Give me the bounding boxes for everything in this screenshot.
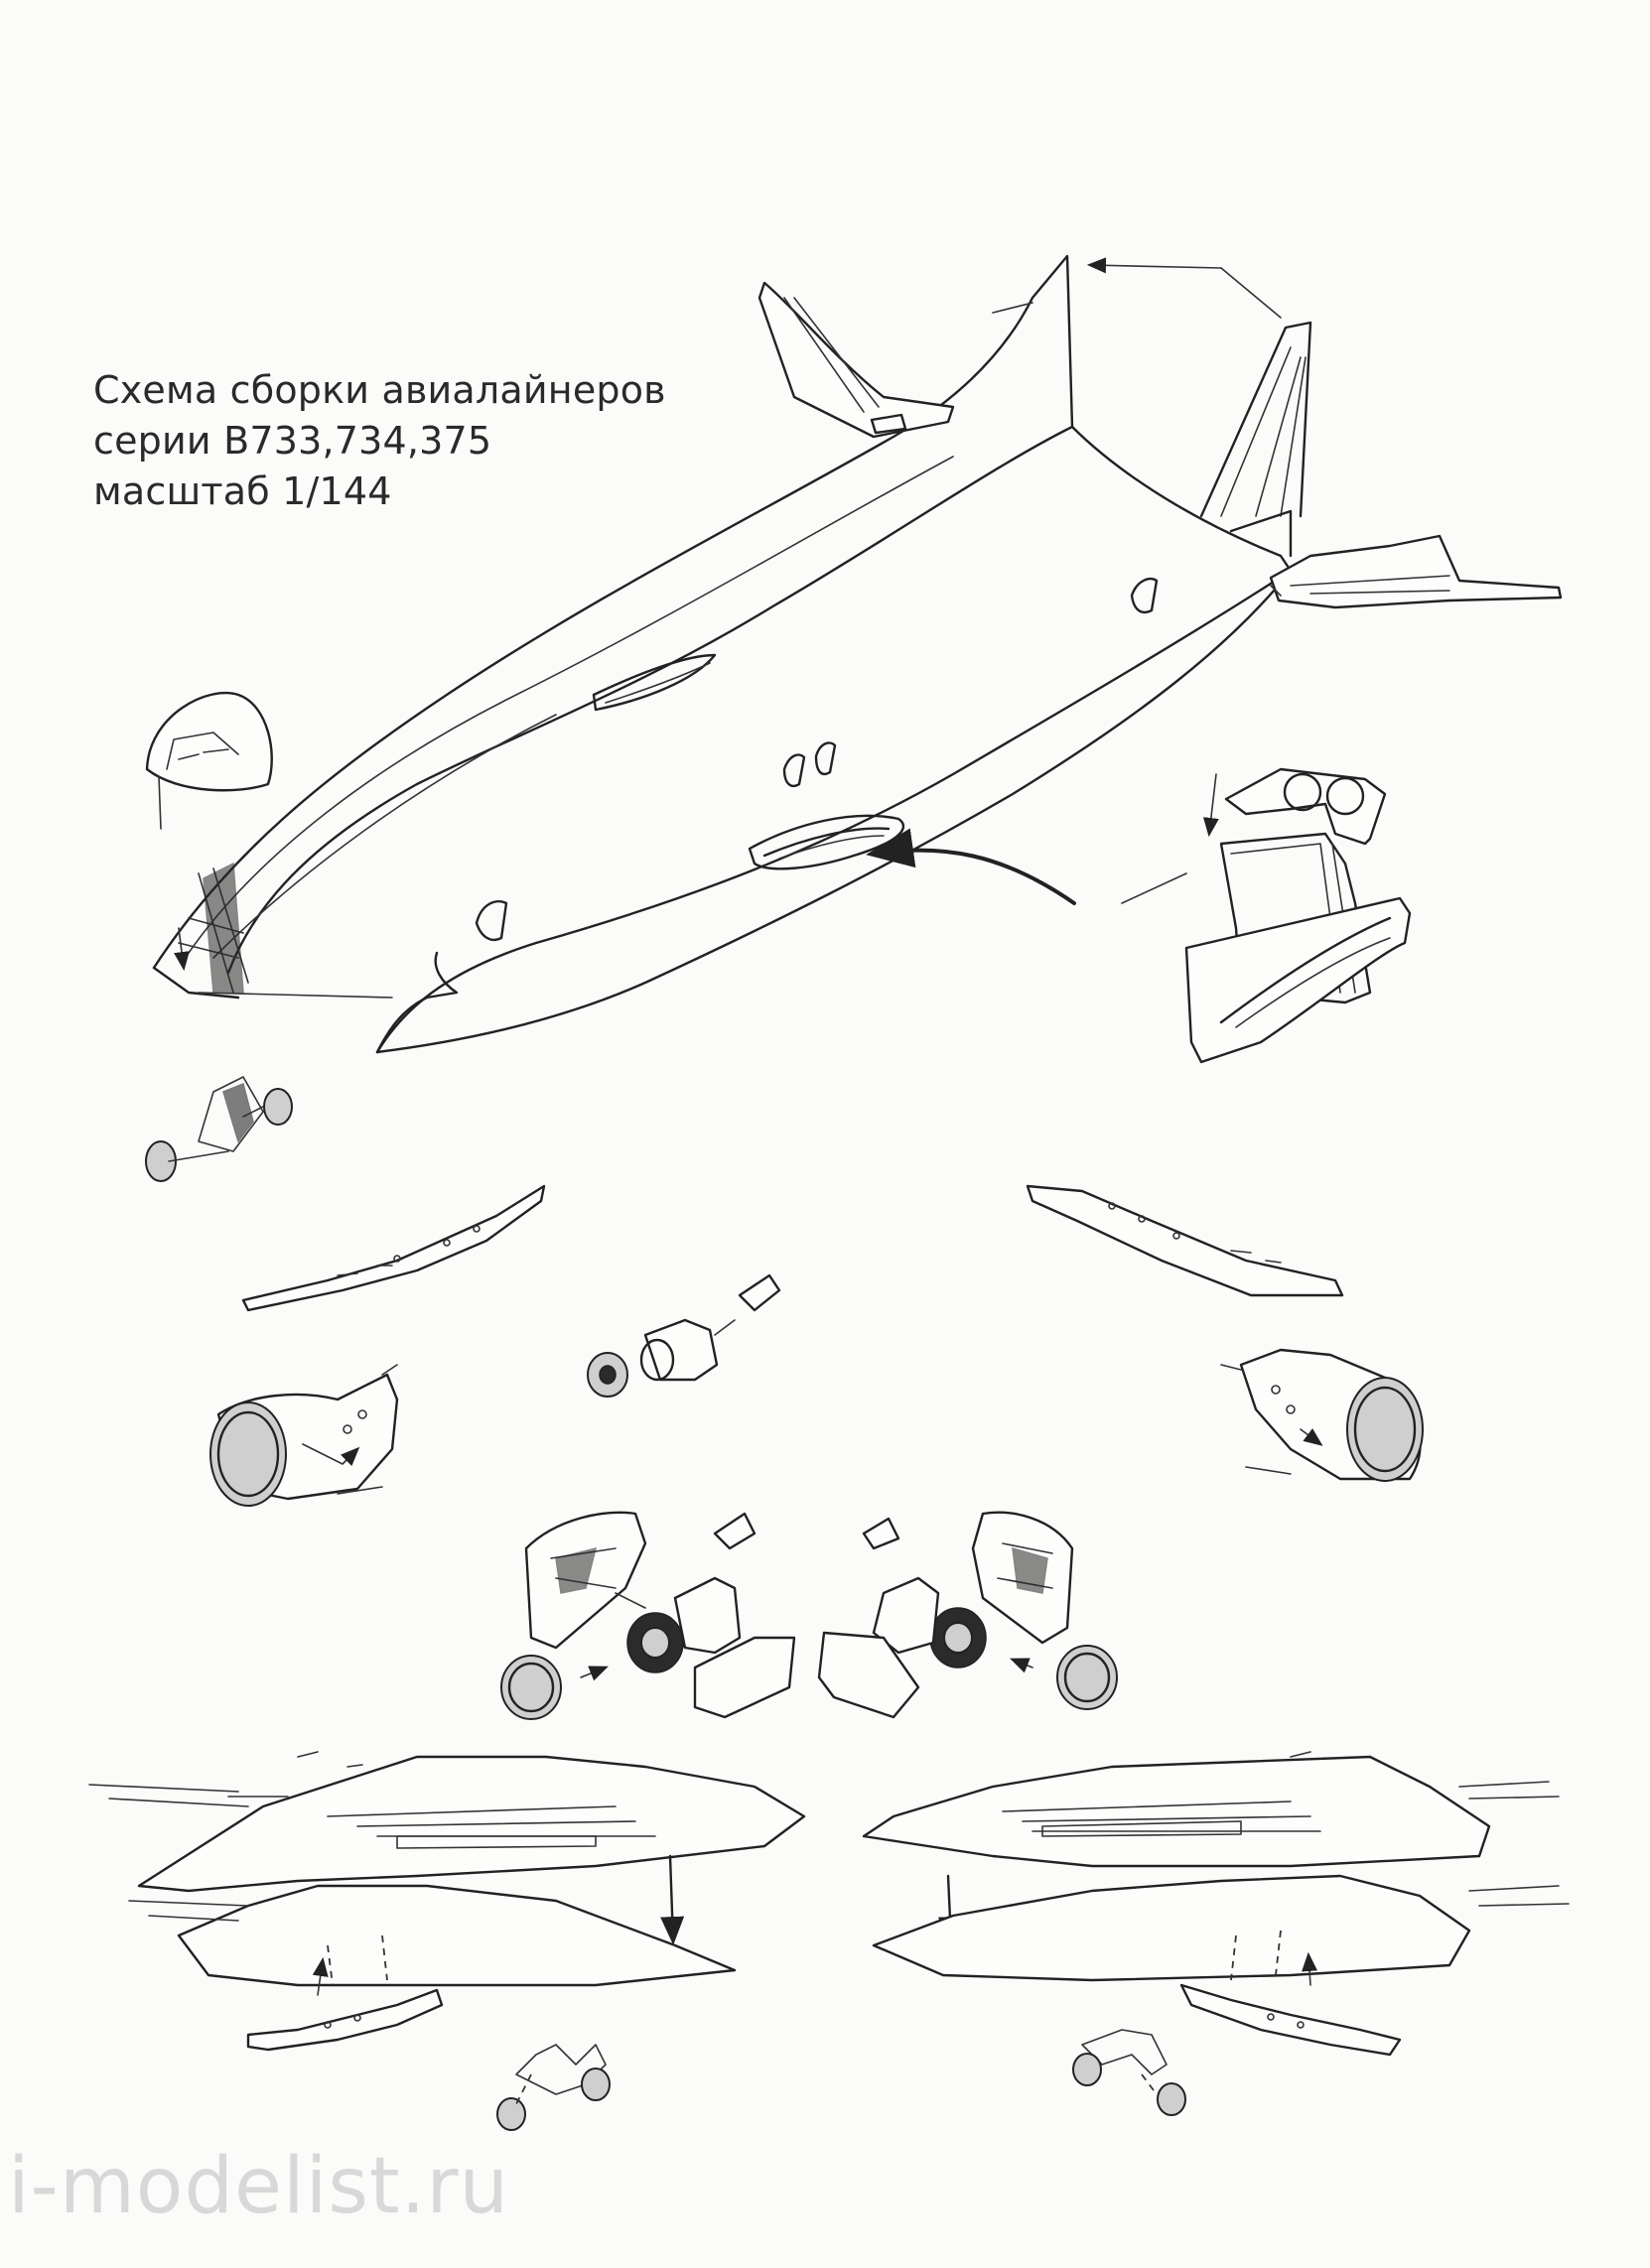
watermark: i-modelist.ru <box>8 2142 509 2231</box>
right-tailplane <box>1269 534 1563 609</box>
left-wing <box>88 1751 806 2131</box>
right-wing <box>862 1751 1570 2116</box>
title-line-1: Схема сборки авиалайнеров <box>93 368 666 412</box>
fuselage <box>152 254 1312 1054</box>
engine-nacelle-left <box>209 1364 399 1507</box>
exploded-engine-left <box>500 1511 796 1720</box>
exploded-engine-right <box>817 1511 1118 1719</box>
title-line-2: серии B733,734,375 <box>93 419 492 463</box>
gear-bay-insert <box>1121 767 1412 1064</box>
cockpit-canopy <box>145 691 273 830</box>
engine-pylon-right <box>1026 1184 1344 1297</box>
engine-nacelle-right <box>1220 1348 1424 1482</box>
left-tailplane <box>757 281 955 439</box>
engine-core-parts <box>587 1273 781 1398</box>
diagram-title: Схема сборки авиалайнеров серии B733,734… <box>93 365 666 517</box>
title-line-3: масштаб 1/144 <box>93 469 392 513</box>
nose-landing-gear <box>145 1076 293 1182</box>
engine-pylon-left <box>241 1184 546 1312</box>
